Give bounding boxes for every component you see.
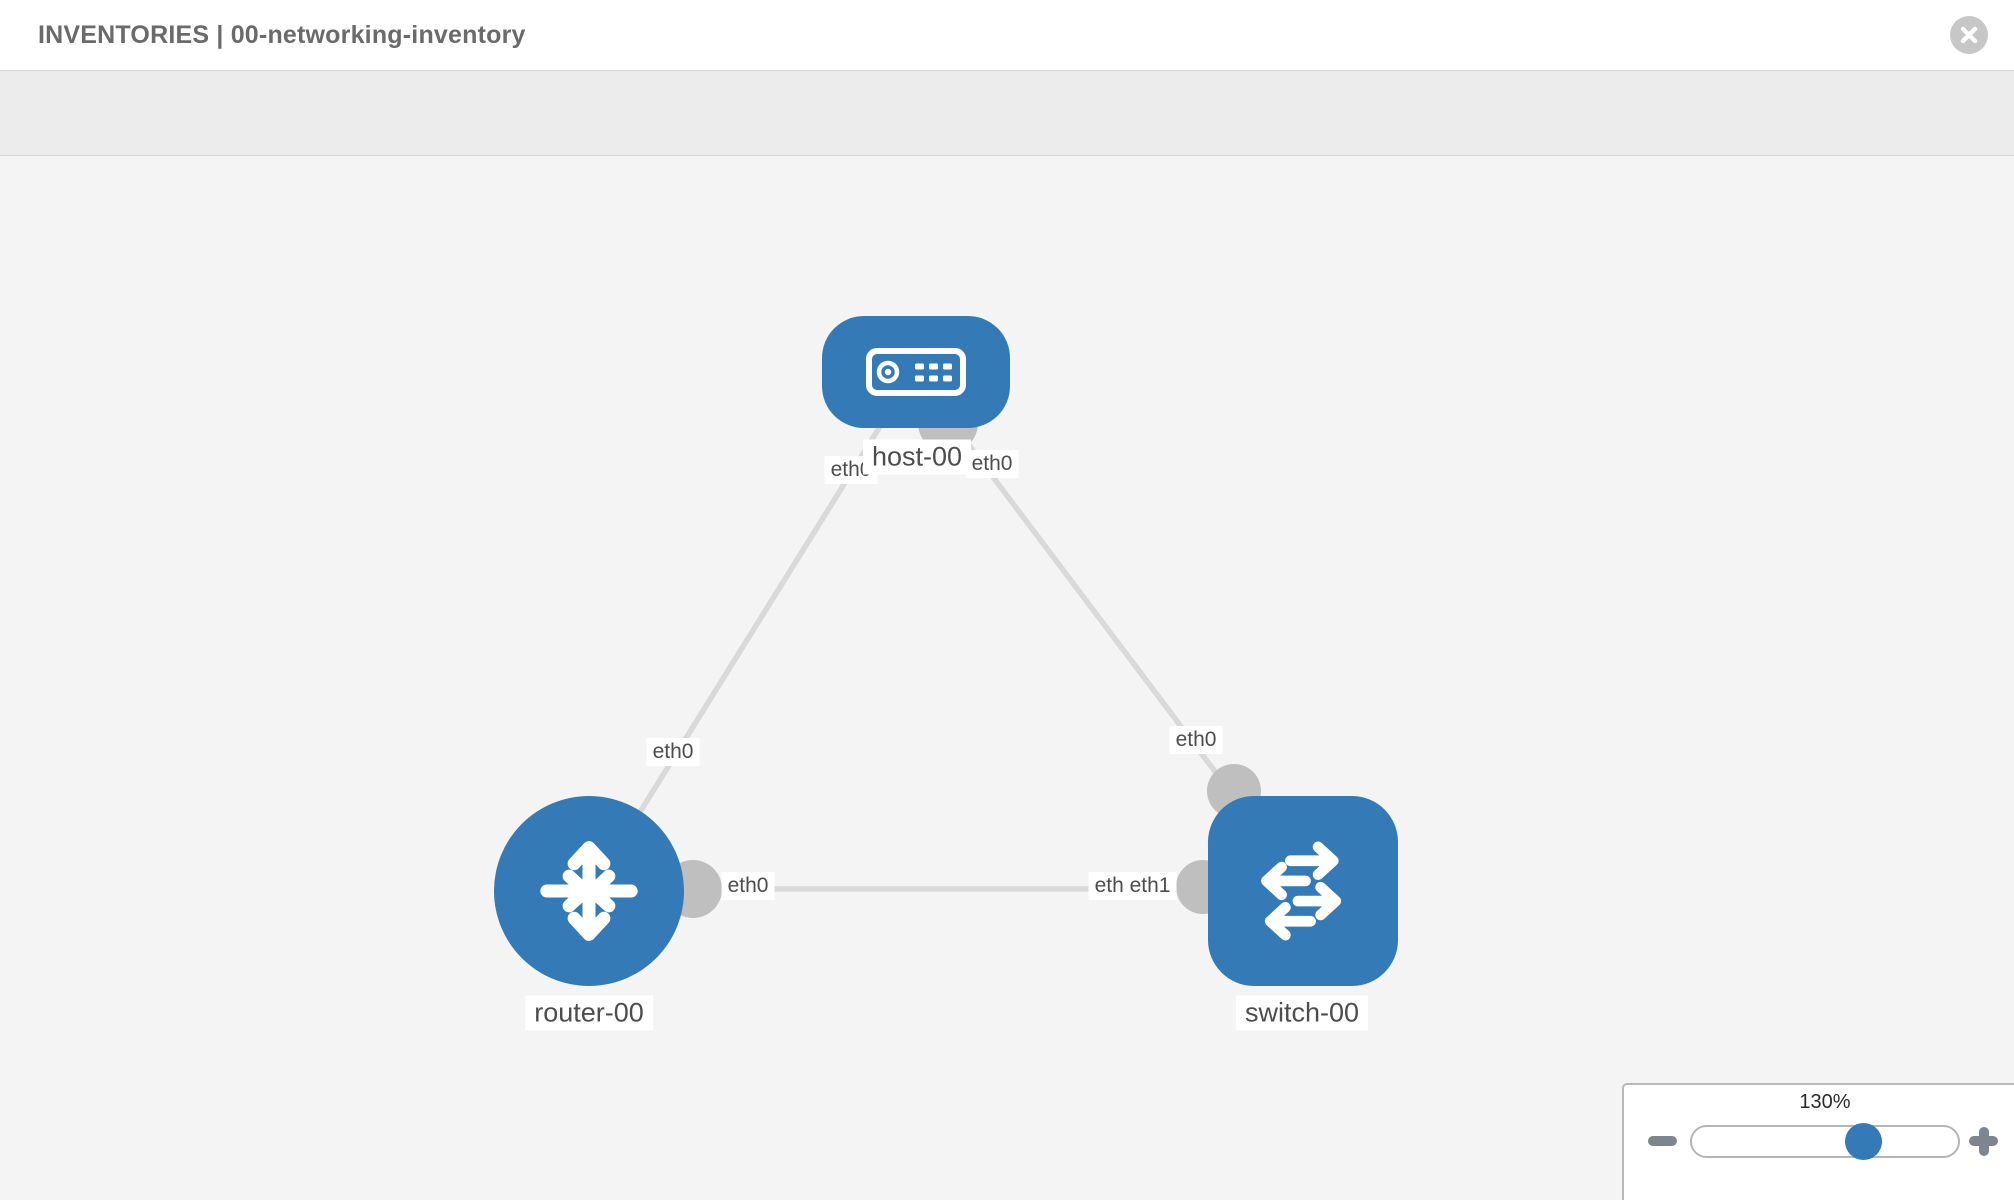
node-label: switch-00 bbox=[1235, 995, 1369, 1031]
interface-label: eth0 bbox=[646, 738, 700, 766]
zoom-level: 130% bbox=[1799, 1091, 1851, 1113]
interface-label: eth0 bbox=[1169, 726, 1223, 754]
host-icon bbox=[866, 348, 966, 396]
header: INVENTORIES | 00-networking-inventory bbox=[0, 0, 2014, 71]
node-label: router-00 bbox=[525, 995, 653, 1031]
zoom-in-button[interactable] bbox=[1964, 1121, 2004, 1161]
interface-label: eth0 bbox=[721, 872, 775, 900]
node-switch-00[interactable] bbox=[1208, 796, 1398, 986]
router-icon bbox=[540, 841, 638, 941]
node-label: host-00 bbox=[862, 439, 972, 475]
switch-icon bbox=[1261, 841, 1342, 941]
interface-label: eth1 bbox=[1123, 872, 1177, 900]
zoom-slider-thumb[interactable] bbox=[1845, 1123, 1882, 1160]
interface-label: eth0 bbox=[965, 450, 1019, 478]
link-host-switch[interactable] bbox=[947, 418, 1253, 820]
zoom-slider-track[interactable] bbox=[1690, 1125, 1960, 1158]
page-title: INVENTORIES | 00-networking-inventory bbox=[38, 20, 526, 49]
plus-icon bbox=[1978, 1126, 1989, 1156]
node-host-00[interactable] bbox=[822, 316, 1010, 428]
close-button[interactable] bbox=[1950, 16, 1988, 54]
close-icon bbox=[1960, 26, 1978, 44]
topology-canvas[interactable] bbox=[0, 156, 2014, 1200]
node-router-00[interactable] bbox=[494, 796, 684, 986]
zoom-panel: 130% bbox=[1622, 1083, 2014, 1200]
zoom-out-button[interactable] bbox=[1648, 1136, 1677, 1146]
